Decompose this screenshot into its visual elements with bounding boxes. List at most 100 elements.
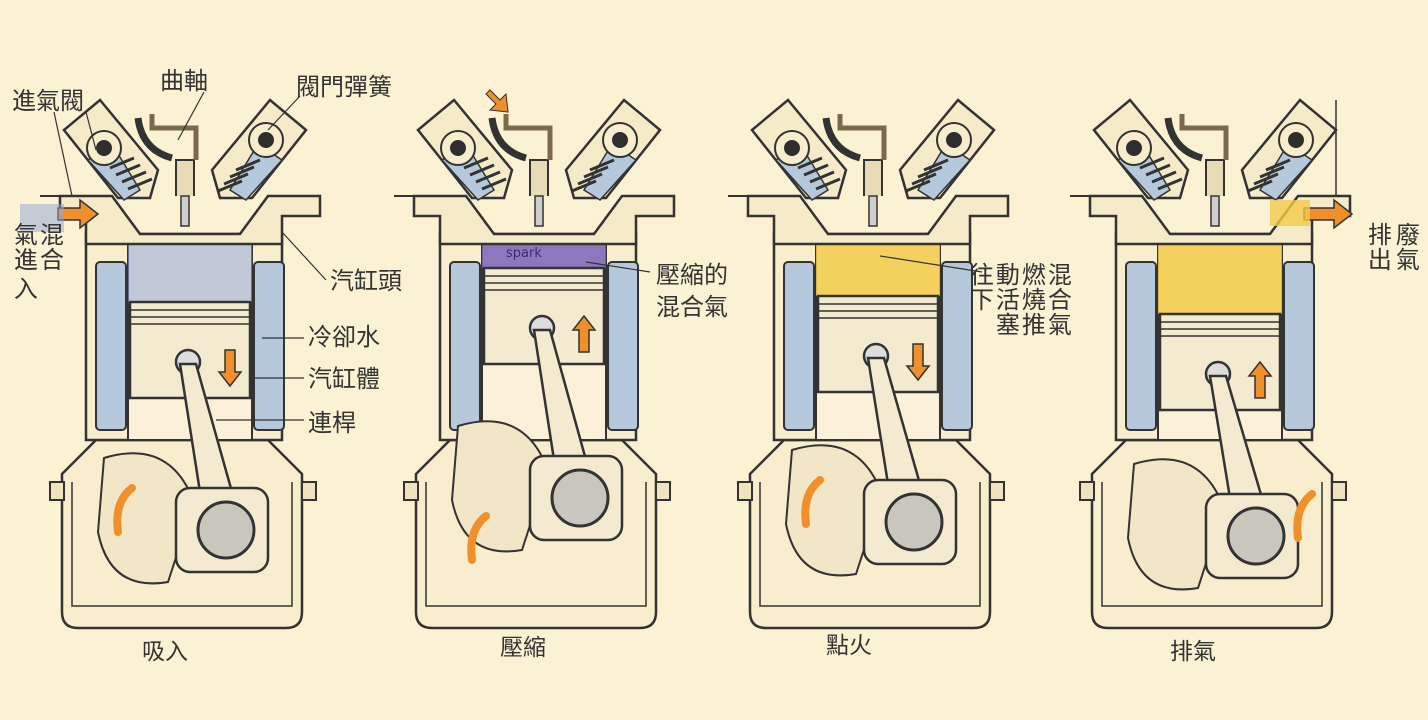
spring-right-coil: [1259, 165, 1285, 179]
spring-right-coil: [589, 158, 615, 172]
leader-line: [585, 261, 651, 273]
spark-plug: [529, 159, 549, 196]
spring-left-coil: [463, 156, 489, 170]
combustion-gas: [482, 244, 606, 268]
spring-right-coil: [223, 172, 249, 186]
spark-plug-tip: [1210, 195, 1220, 227]
spring-right-coil: [1265, 158, 1291, 172]
coolant-right: [1283, 261, 1315, 431]
spring-left-coil: [1139, 156, 1165, 170]
spring-left-coil: [481, 177, 507, 191]
label-connecting-rod: 連桿: [308, 409, 356, 437]
leader-line: [281, 231, 327, 281]
rotation-arrow: [113, 484, 136, 536]
spring-right-coil: [1253, 172, 1279, 186]
bolt-right: [1331, 481, 1347, 501]
spring-left-coil: [1157, 177, 1183, 191]
crank-journal: [550, 468, 610, 528]
spark-bracket: [503, 114, 553, 160]
spring-right-coil: [911, 172, 937, 186]
label-compressed-mixture-2: 混合氣: [656, 293, 728, 321]
leader-line: [177, 91, 205, 141]
label-cylinder-head: 汽缸頭: [330, 267, 402, 295]
rotation-arrow: [1293, 490, 1316, 542]
crankcase-inner: [759, 482, 981, 607]
label-mixture-in-col3: 入: [9, 276, 38, 301]
cam-right-center: [612, 132, 628, 148]
engine-panel-2: [394, 98, 676, 630]
spring-right-coil: [1247, 179, 1273, 193]
cam-right-center: [1288, 132, 1304, 148]
label-intake-valve: 進氣閥: [12, 87, 84, 115]
spring-left-coil: [121, 170, 147, 184]
caption-compression: 壓縮: [500, 635, 546, 661]
bolt-left: [1079, 481, 1095, 501]
coolant-right: [607, 261, 639, 431]
caption-intake: 吸入: [142, 639, 188, 665]
bolt-left: [403, 481, 419, 501]
leader-line: [53, 111, 73, 197]
spark-wire: [822, 117, 862, 162]
spark-input-arrow: [485, 89, 509, 113]
spring-left-coil: [1151, 170, 1177, 184]
combustion-gas: [816, 244, 940, 296]
cam-left-center: [450, 140, 466, 156]
cylinder-head: [58, 194, 322, 246]
spring-left-coil: [815, 177, 841, 191]
crank-journal: [884, 492, 944, 552]
spring-right-coil: [577, 172, 603, 186]
spring-left-coil: [469, 163, 495, 177]
exhaust-flow: [1270, 200, 1310, 226]
spark-plug-tip: [868, 195, 878, 227]
coolant-right: [253, 261, 285, 431]
spring-right-coil: [923, 158, 949, 172]
bolt-left: [737, 481, 753, 501]
spring-left-coil: [475, 170, 501, 184]
label-combustion-4: 往下: [965, 262, 994, 312]
spark-wire: [488, 117, 528, 162]
combustion-gas: [1158, 244, 1282, 314]
cam-left-center: [784, 140, 800, 156]
cam-right-center: [946, 132, 962, 148]
spring-right-coil: [229, 165, 255, 179]
rotation-arrow: [801, 476, 824, 528]
piston-arrow: [217, 349, 243, 388]
leader-line: [85, 111, 97, 151]
spark-plug-tip: [180, 195, 190, 227]
label-cylinder-block: 汽缸體: [308, 365, 380, 393]
spring-left-coil: [115, 163, 141, 177]
engine-panel-1: [40, 98, 322, 630]
spark-wire: [134, 117, 174, 162]
bolt-right: [655, 481, 671, 501]
spring-right-coil: [235, 158, 261, 172]
rotation-arrow: [467, 512, 490, 564]
label-compressed-mixture-1: 壓縮的: [656, 261, 728, 289]
leader-line: [267, 95, 301, 131]
cam-left-center: [96, 140, 112, 156]
leader-line: [879, 255, 983, 273]
combustion-gas: [128, 244, 252, 302]
spring-left-coil: [809, 170, 835, 184]
piston-arrow: [1247, 360, 1273, 399]
label-combustion-3: 動活塞: [991, 262, 1020, 337]
coolant-left: [449, 261, 481, 431]
spark-plug-tip: [534, 195, 544, 227]
spring-right-coil: [905, 179, 931, 193]
crankcase-inner: [425, 482, 647, 607]
coolant-left: [95, 261, 127, 431]
spring-left-coil: [1145, 163, 1171, 177]
cam-right-center: [258, 132, 274, 148]
spring-left-coil: [127, 177, 153, 191]
spring-left-coil: [109, 156, 135, 170]
label-combustion-2: 燃燒推: [1017, 262, 1046, 337]
crank-journal: [196, 500, 256, 560]
label-coolant: 冷卻水: [308, 323, 380, 351]
crankcase-inner: [71, 482, 293, 607]
spring-right-coil: [917, 165, 943, 179]
spark-plug: [175, 159, 195, 196]
intake-flow: [20, 204, 64, 232]
spark-plug: [1205, 159, 1225, 196]
piston-arrow: [905, 343, 931, 382]
